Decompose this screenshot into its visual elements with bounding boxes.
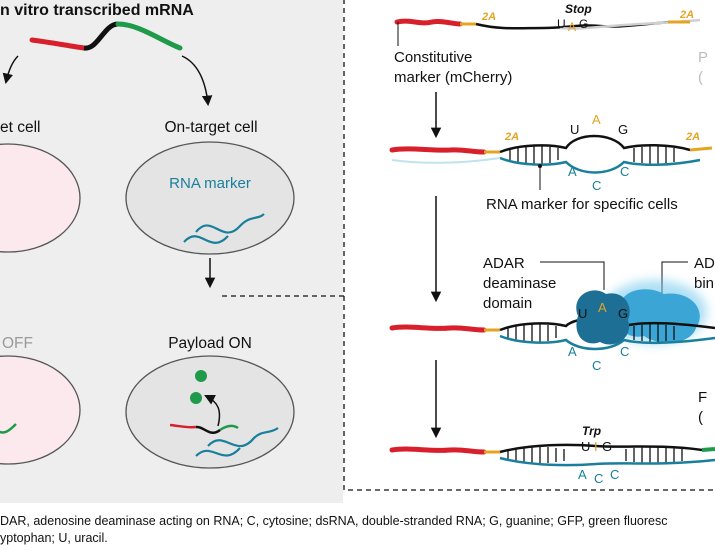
row4-trp-label: Trp bbox=[582, 424, 601, 438]
cell-rna-marker-2 bbox=[195, 447, 241, 457]
row4-black-strand bbox=[499, 443, 703, 454]
cell-mrna-red bbox=[169, 423, 197, 429]
row1-codon-u: U bbox=[557, 17, 566, 31]
row2-base-pairs bbox=[509, 146, 675, 164]
cell-mrna-black bbox=[195, 425, 221, 435]
row4-marker-strand bbox=[499, 456, 715, 467]
row2-partner-a: A bbox=[568, 164, 577, 179]
on-target-cell bbox=[125, 141, 295, 255]
payload-on-label: Payload ON bbox=[168, 335, 252, 352]
panel-title: n vitro transcribed mRNA bbox=[0, 2, 194, 19]
row2-2a-label-right: 2A bbox=[685, 131, 700, 143]
row4-codon-g: G bbox=[602, 439, 612, 454]
adar-deaminase-domain bbox=[576, 290, 630, 345]
off-target-cell-bottom bbox=[0, 355, 81, 465]
right-panel-frame bbox=[343, 0, 715, 491]
row1-stop-label: Stop bbox=[565, 2, 592, 16]
row4-partial-label-2: ( bbox=[698, 409, 703, 426]
arrow-to-on-target bbox=[181, 55, 213, 107]
adar-label-line2: deaminase bbox=[483, 275, 556, 292]
row3-mcherry-strand bbox=[389, 324, 487, 333]
mechanism-diagram: n vitro transcribed mRNA et cell On-targ… bbox=[0, 0, 715, 503]
row4-partner-c1: C bbox=[594, 471, 603, 486]
payload-off-label: OFF bbox=[2, 335, 33, 352]
adar-label-line3: domain bbox=[483, 295, 532, 312]
row2-partner-c2: C bbox=[620, 164, 629, 179]
row2-codon-a: A bbox=[592, 112, 601, 127]
row2-pointer-dot bbox=[538, 164, 542, 168]
row1-2a-label: 2A bbox=[481, 11, 496, 23]
row1-codon-g: G bbox=[579, 17, 588, 31]
mrna-green-segment bbox=[115, 21, 183, 51]
off-target-cell bbox=[0, 143, 81, 253]
rna-marker-strand-2 bbox=[183, 235, 229, 244]
cell-mrna-green bbox=[219, 424, 239, 432]
adar-deaminase-pointer bbox=[540, 261, 605, 290]
row4-gfp-strand bbox=[701, 447, 715, 452]
row3-marker-strand bbox=[499, 334, 715, 351]
adar-label-line1: ADAR bbox=[483, 255, 525, 272]
payload-protein-2 bbox=[190, 392, 202, 404]
mrna-black-segment bbox=[83, 21, 119, 51]
footnote: DAR, adenosine deaminase acting on RNA; … bbox=[0, 513, 715, 547]
row4-base-pairs bbox=[507, 446, 683, 464]
row4-codon-i: I bbox=[594, 439, 598, 454]
row4-mcherry-strand bbox=[389, 446, 487, 455]
constitutive-label-line2: marker (mCherry) bbox=[394, 69, 512, 86]
translation-arrow bbox=[204, 395, 221, 427]
row2-2a-label: 2A bbox=[504, 131, 519, 143]
cell-rna-marker-1 bbox=[207, 427, 279, 448]
row1-codon-a: A bbox=[568, 20, 576, 34]
row2-marker-tail bbox=[391, 157, 501, 164]
row2-codon-u: U bbox=[570, 122, 579, 137]
row4-partner-c2: C bbox=[610, 467, 619, 482]
row2-marker-strand bbox=[499, 156, 701, 174]
rna-marker-label: RNA marker bbox=[169, 175, 251, 192]
row3-codon-g: G bbox=[618, 306, 628, 321]
row1-2a-label-right: 2A bbox=[679, 9, 694, 21]
row3-partner-c1: C bbox=[592, 358, 601, 373]
footnote-line-1: DAR, adenosine deaminase acting on RNA; … bbox=[0, 514, 668, 528]
row3-codon-u: U bbox=[578, 306, 587, 321]
row1-partial-label-2: ( bbox=[698, 69, 703, 86]
row2-2a-segment-right bbox=[689, 146, 713, 152]
row3-partner-c2: C bbox=[620, 344, 629, 359]
adar-binding-domain bbox=[618, 289, 700, 343]
payload-protein-1 bbox=[195, 370, 207, 382]
row1-mcherry-strand bbox=[394, 18, 463, 27]
rna-marker-specific-label: RNA marker for specific cells bbox=[486, 196, 678, 213]
arrow-to-off-target bbox=[2, 55, 19, 85]
mrna-red-segment bbox=[29, 37, 87, 51]
on-target-label: On-target cell bbox=[164, 119, 257, 136]
row4-codon-u: U bbox=[581, 439, 590, 454]
row4-partial-label-1: F bbox=[698, 389, 707, 406]
adar-binding-label-1: AD bbox=[694, 255, 715, 272]
row1-partial-label-1: P bbox=[698, 49, 708, 66]
row2-partner-c1: C bbox=[592, 178, 601, 193]
row3-codon-a: A bbox=[598, 300, 607, 315]
row3-base-pairs bbox=[507, 324, 675, 342]
row2-codon-g: G bbox=[618, 122, 628, 137]
row4-partner-a: A bbox=[578, 467, 587, 482]
off-target-label: et cell bbox=[0, 119, 41, 136]
rna-marker-strand-1 bbox=[195, 213, 265, 234]
footnote-line-2: yptophan; U, uracil. bbox=[0, 531, 108, 545]
off-target-mrna-fragment bbox=[0, 423, 17, 434]
adar-binding-label-2: bin bbox=[694, 275, 714, 292]
constitutive-label-line1: Constitutive bbox=[394, 49, 472, 66]
row3-partner-a: A bbox=[568, 344, 577, 359]
row2-black-strand bbox=[499, 134, 691, 154]
row2-mcherry-strand bbox=[389, 146, 487, 155]
